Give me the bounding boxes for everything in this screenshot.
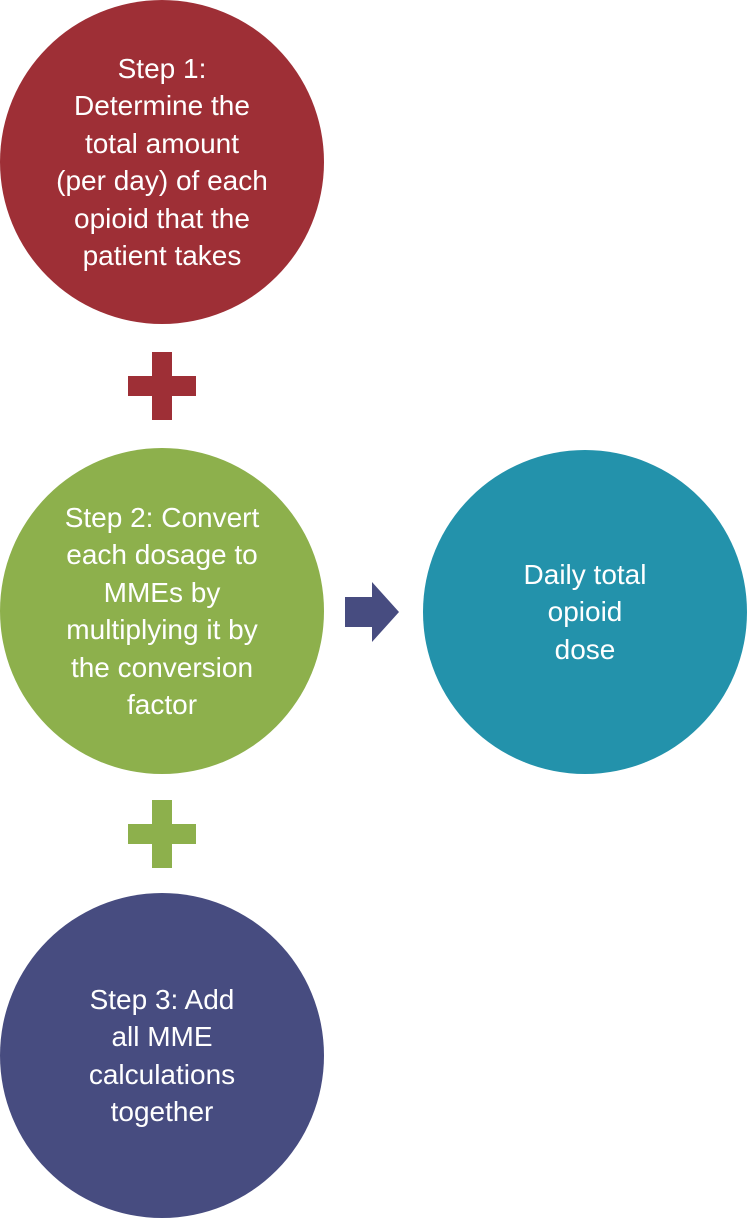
step-1-text: Step 1: Determine the total amount (per … — [56, 52, 268, 272]
plus-icon — [128, 352, 196, 420]
plus-icon — [128, 800, 196, 868]
step-3-text: Step 3: Add all MME calculations togethe… — [88, 983, 236, 1128]
step-2-text: Step 2: Convert each dosage to MMEs by m… — [64, 501, 260, 721]
right-arrow-icon — [345, 582, 399, 642]
arrow-shape — [345, 582, 399, 642]
plus-vertical-bar — [152, 352, 172, 420]
plus-vertical-bar — [152, 800, 172, 868]
result-text: Daily total opioid dose — [523, 558, 647, 665]
step-1-circle: Step 1: Determine the total amount (per … — [0, 0, 324, 324]
result-circle: Daily total opioid dose — [423, 450, 747, 774]
step-3-circle: Step 3: Add all MME calculations togethe… — [0, 893, 324, 1218]
step-2-circle: Step 2: Convert each dosage to MMEs by m… — [0, 448, 324, 774]
